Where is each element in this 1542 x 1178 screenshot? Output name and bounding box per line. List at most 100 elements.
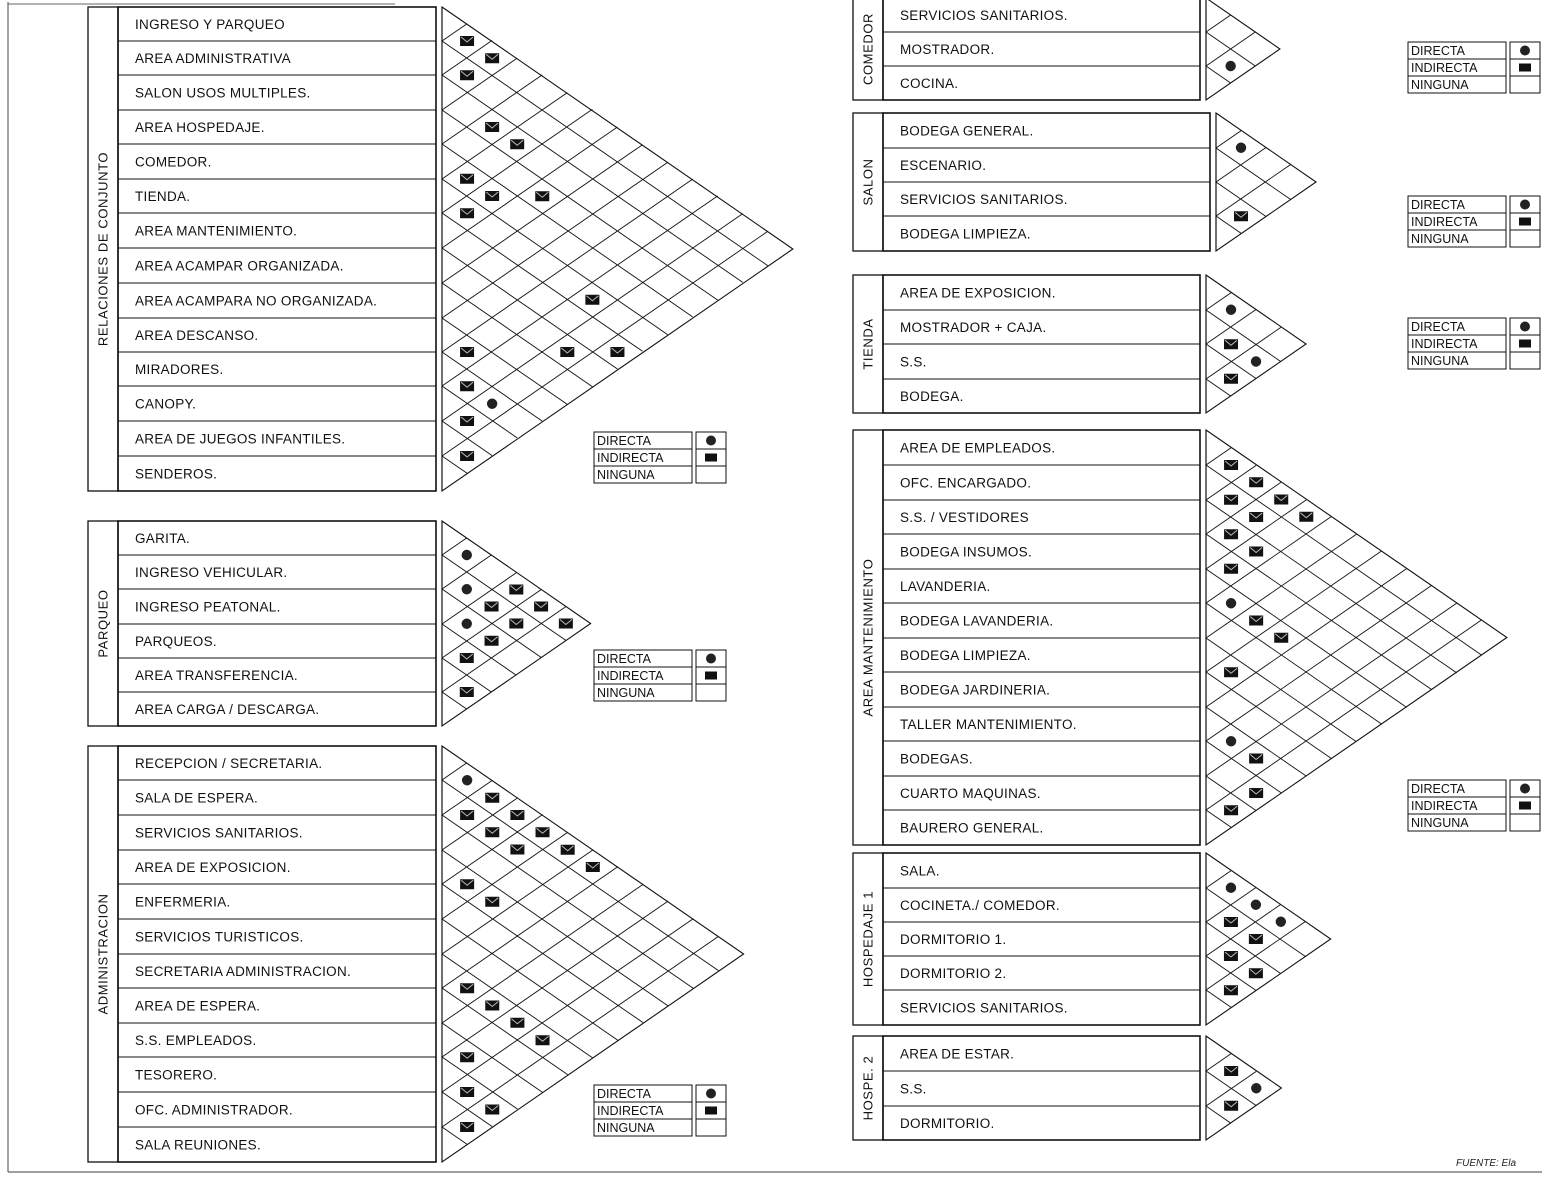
row-label: ESCENARIO.	[900, 158, 986, 173]
row-label: GARITA.	[135, 531, 190, 546]
relation-mark-indirecta	[585, 294, 600, 305]
relation-mark-indirecta	[1249, 788, 1264, 798]
row-label: AREA ACAMPAR ORGANIZADA.	[135, 259, 344, 274]
row-label: S.S.	[900, 1082, 927, 1097]
legend-label-ninguna: NINGUNA	[597, 1121, 655, 1135]
legend-label-ninguna: NINGUNA	[1411, 232, 1469, 246]
relation-mark-indirecta	[460, 1087, 475, 1097]
relation-mark-indirecta	[460, 208, 475, 219]
row-label: CANOPY.	[135, 397, 196, 412]
relation-mark-indirecta	[1224, 805, 1239, 816]
legend-label-indirecta: INDIRECTA	[1411, 799, 1478, 813]
relation-mark-indirecta	[1249, 615, 1264, 626]
relation-mark-indirecta	[460, 879, 475, 890]
relation-mark-directa	[1225, 882, 1237, 893]
row-label: CUARTO MAQUINAS.	[900, 786, 1041, 801]
row-label: SALA REUNIONES.	[135, 1138, 261, 1153]
relation-mark-indirecta	[1223, 985, 1238, 996]
relation-mark-indirecta	[1224, 494, 1239, 505]
side-label-hospedaje2: HOSPE. 2	[861, 1056, 876, 1121]
relation-mark-indirecta	[484, 601, 499, 612]
relation-mark-indirecta	[460, 416, 475, 426]
rows-box	[882, 1035, 1201, 1141]
rows-box	[882, 0, 1201, 101]
legend-label-indirecta: INDIRECTA	[1411, 337, 1478, 351]
relation-mark-directa	[1235, 142, 1247, 153]
legend-label-directa: DIRECTA	[1411, 782, 1466, 796]
relation-mark-indirecta	[460, 1122, 475, 1132]
relation-mark-indirecta	[485, 896, 500, 907]
row-label: AREA DE EXPOSICION.	[135, 860, 291, 875]
relation-mark-indirecta	[1299, 511, 1314, 522]
relation-mark-indirecta	[560, 347, 575, 357]
relation-mark-indirecta	[460, 451, 475, 461]
legend-envelope-icon	[1519, 801, 1531, 810]
legend-envelope-icon	[705, 453, 717, 462]
relation-mark-indirecta	[510, 1017, 525, 1028]
relation-mark-indirecta	[535, 827, 550, 838]
relation-triangle	[1205, 428, 1508, 847]
relation-mark-indirecta	[485, 191, 500, 201]
row-label: SERVICIOS SANITARIOS.	[900, 192, 1068, 207]
source-note: FUENTE: Ela	[1456, 1158, 1516, 1169]
row-label: AREA HOSPEDAJE.	[135, 120, 265, 135]
side-label-administracion: ADMINISTRACION	[96, 893, 111, 1014]
relation-mark-indirecta	[460, 983, 475, 994]
legend-label-ninguna: NINGUNA	[1411, 354, 1469, 368]
relation-mark-indirecta	[509, 618, 524, 629]
rows-box	[882, 852, 1201, 1026]
relation-mark-directa	[461, 584, 472, 595]
legend-label-directa: DIRECTA	[1411, 44, 1466, 58]
row-label: SALA DE ESPERA.	[135, 791, 258, 806]
row-label: COMEDOR.	[135, 155, 212, 170]
row-label: SERVICIOS TURISTICOS.	[135, 930, 304, 945]
row-label: SERVICIOS SANITARIOS.	[135, 826, 303, 841]
legend-dot-icon	[1520, 45, 1530, 56]
row-label: S.S.	[900, 355, 927, 370]
relation-mark-directa	[1225, 598, 1237, 609]
relation-mark-indirecta	[560, 844, 575, 855]
relation-triangle	[1205, 851, 1332, 1027]
row-label: BODEGAS.	[900, 752, 973, 767]
relation-mark-indirecta	[460, 36, 475, 46]
relation-mark-directa	[1275, 916, 1287, 927]
relation-mark-directa	[1225, 60, 1236, 72]
row-label: PARQUEOS.	[135, 634, 217, 649]
legend-dot-icon	[706, 1088, 716, 1099]
relation-mark-directa	[461, 775, 473, 786]
relation-mark-indirecta	[1248, 968, 1263, 979]
relation-mark-directa	[1251, 1083, 1262, 1094]
relation-mark-indirecta	[535, 191, 550, 202]
relation-mark-indirecta	[558, 618, 573, 629]
row-label: DORMITORIO 2.	[900, 966, 1006, 981]
side-label-mantenimiento: AREA MANTENIMIENTO	[861, 559, 876, 717]
side-label-tienda: TIENDA	[861, 318, 876, 369]
legend-label-indirecta: INDIRECTA	[597, 669, 664, 683]
row-label: AREA DE JUEGOS INFANTILES.	[135, 432, 345, 447]
row-label: AREA CARGA / DESCARGA.	[135, 702, 319, 717]
relation-mark-indirecta	[510, 810, 525, 820]
relation-mark-indirecta	[1224, 339, 1239, 350]
row-label: ENFERMERIA.	[135, 895, 231, 910]
row-label: BODEGA LIMPIEZA.	[900, 227, 1031, 242]
legend-label-directa: DIRECTA	[1411, 198, 1466, 212]
legend-dot-icon	[1520, 199, 1530, 210]
rows-box	[117, 6, 437, 492]
relation-triangle	[441, 519, 592, 728]
row-label: TIENDA.	[135, 189, 190, 204]
relation-mark-indirecta	[485, 1000, 500, 1011]
row-label: INGRESO VEHICULAR.	[135, 565, 287, 580]
relation-triangle	[1205, 0, 1281, 102]
side-label-box	[87, 520, 119, 727]
legend-label-directa: DIRECTA	[597, 1087, 652, 1101]
side-label-box	[87, 745, 119, 1163]
row-label: AREA ACAMPARA NO ORGANIZADA.	[135, 294, 377, 309]
row-label: AREA DESCANSO.	[135, 328, 259, 343]
row-label: OFC. ENCARGADO.	[900, 476, 1031, 491]
relation-mark-indirecta	[485, 1104, 500, 1115]
